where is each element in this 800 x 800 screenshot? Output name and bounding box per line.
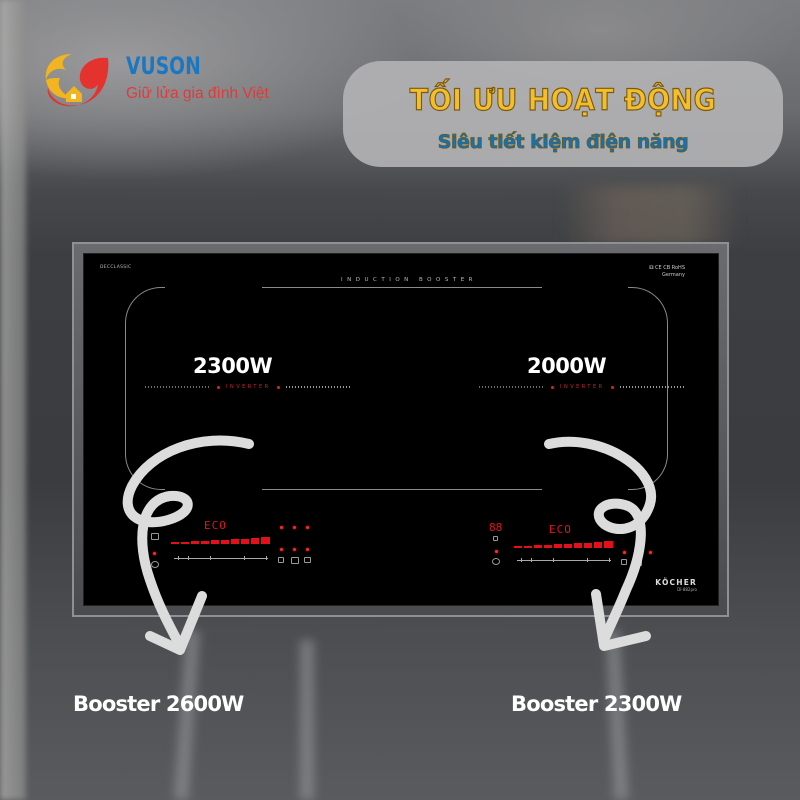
indicator-led (153, 552, 156, 555)
vuson-flame-house-icon (45, 54, 109, 107)
cert-origin: Germany (662, 272, 685, 278)
left-eco-display: ECO (204, 519, 227, 532)
cert-icons: ⚅ CE CB RoHS (649, 265, 685, 271)
pot-icon[interactable] (278, 557, 284, 563)
lock-icon[interactable] (151, 533, 159, 540)
background-shelf (560, 185, 740, 245)
indicator-led (306, 526, 309, 529)
left-inverter-strip: INVERTER (145, 383, 352, 391)
right-eco-display: ECO (549, 523, 572, 536)
headline-subtitle: Siêu tiết kiệm điện năng (437, 131, 689, 154)
power-icon[interactable] (151, 561, 159, 568)
brand-logo: VUSON Giữ lửa gia đình Việt (42, 48, 282, 108)
indicator-led (293, 548, 296, 551)
model-number: DI-882pro (677, 587, 697, 592)
certification-marks: ⚅ CE CB RoHS Germany (649, 265, 685, 279)
maker-name: KÖCHER (655, 578, 697, 587)
zone-divider-top (262, 287, 542, 288)
pot-icon[interactable] (621, 559, 627, 565)
background-chair-leg (300, 640, 314, 800)
induction-booster-label: INDUCTION BOOSTER (341, 277, 477, 283)
timer-minus-plus[interactable] (493, 536, 498, 541)
indicator-led (623, 551, 626, 554)
left-zone-outline (125, 433, 165, 490)
right-zone-outline (628, 287, 668, 347)
left-power-scale (174, 556, 268, 560)
cooktop-brand-small: DECCLASSIC (100, 265, 132, 270)
right-zone-power: 2000W (527, 354, 607, 378)
headline-title: TỐI ƯU HOẠT ĐỘNG (409, 82, 717, 117)
inverter-label: INVERTER (226, 384, 271, 390)
timer-display: 88 (489, 521, 503, 534)
right-inverter-strip: INVERTER (479, 383, 686, 391)
background-wall (0, 0, 26, 800)
left-zone-outline (125, 343, 126, 438)
right-zone-outline (628, 433, 668, 490)
oven-icon[interactable] (291, 557, 299, 564)
indicator-led (280, 548, 283, 551)
right-power-slider[interactable] (514, 540, 613, 548)
zone-divider-bottom (262, 489, 542, 490)
cooktop-glass: DECCLASSIC ⚅ CE CB RoHS Germany INDUCTIO… (83, 253, 719, 606)
indicator-led (636, 551, 639, 554)
indicator-led (649, 551, 652, 554)
brand-name: VUSON (126, 52, 201, 80)
right-zone-outline (667, 343, 668, 438)
right-booster-label: Booster 2300W (511, 692, 682, 716)
indicator-led (306, 548, 309, 551)
indicator-led (623, 526, 626, 529)
left-zone-power: 2300W (193, 354, 273, 378)
indicator-led (495, 550, 498, 553)
indicator-led (280, 526, 283, 529)
brand-tagline: Giữ lửa gia đình Việt (126, 85, 269, 102)
pan-icon[interactable] (304, 557, 311, 563)
inverter-label: INVERTER (560, 384, 605, 390)
right-power-scale (517, 558, 611, 562)
kocher-brand: KÖCHER DI-882pro (655, 578, 697, 592)
indicator-led (636, 526, 639, 529)
indicator-led (293, 526, 296, 529)
oven-icon[interactable] (634, 559, 642, 566)
left-zone-outline (125, 287, 165, 347)
left-power-slider[interactable] (171, 536, 270, 544)
headline-banner: TỐI ƯU HOẠT ĐỘNG Siêu tiết kiệm điện năn… (343, 61, 783, 167)
induction-cooktop: DECCLASSIC ⚅ CE CB RoHS Germany INDUCTIO… (72, 242, 729, 617)
power-icon[interactable] (492, 558, 500, 565)
left-booster-label: Booster 2600W (73, 692, 244, 716)
